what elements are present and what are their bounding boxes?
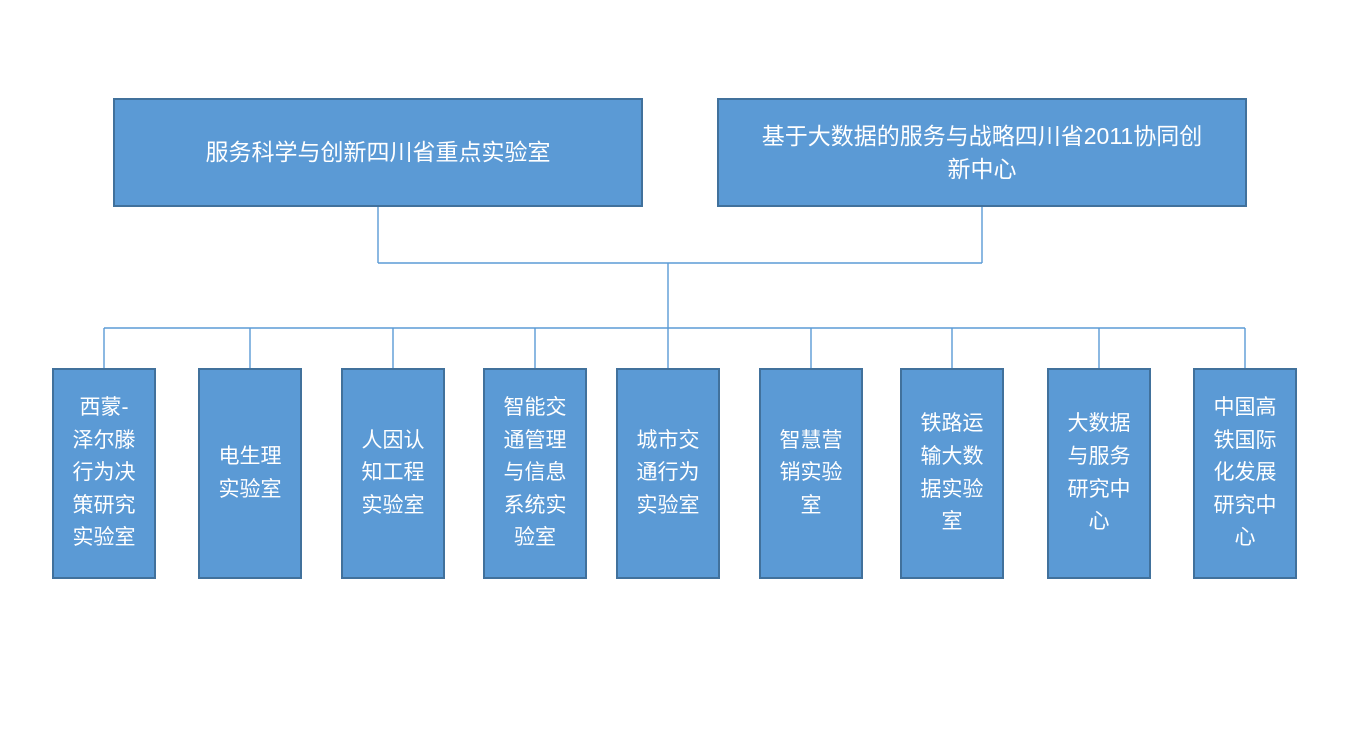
node-human-factors-lab: 人因认 知工程 实验室 xyxy=(341,368,445,579)
node-label: 电生理 实验室 xyxy=(218,444,282,501)
node-label: 智能交 通管理 与信息 系统实 验室 xyxy=(503,396,567,550)
child-stub-lines xyxy=(103,328,1246,368)
node-label: 人因认 知工程 实验室 xyxy=(361,428,425,517)
node-smart-marketing-lab: 智慧营 销实验 室 xyxy=(759,368,863,579)
node-label: 西蒙- 泽尔滕 行为决 策研究 实验室 xyxy=(72,396,136,550)
node-bigdata-service-center: 大数据 与服务 研究中 心 xyxy=(1047,368,1151,579)
node-urban-traffic-behavior-lab: 城市交 通行为 实验室 xyxy=(616,368,720,579)
node-hsr-internationalization-center: 中国高 铁国际 化发展 研究中 心 xyxy=(1193,368,1297,579)
node-label: 智慧营 销实验 室 xyxy=(779,428,843,517)
node-key-laboratory: 服务科学与创新四川省重点实验室 xyxy=(113,98,643,207)
node-label: 服务科学与创新四川省重点实验室 xyxy=(205,139,551,166)
node-label: 基于大数据的服务与战略四川省2011协同创 新中心 xyxy=(761,123,1203,182)
parent-connector-lines xyxy=(377,207,983,264)
node-label: 城市交 通行为 实验室 xyxy=(636,428,700,517)
node-intelligent-transport-lab: 智能交 通管理 与信息 系统实 验室 xyxy=(483,368,587,579)
node-label: 大数据 与服务 研究中 心 xyxy=(1067,412,1131,534)
node-label: 中国高 铁国际 化发展 研究中 心 xyxy=(1213,396,1277,550)
node-railway-bigdata-lab: 铁路运 输大数 据实验 室 xyxy=(900,368,1004,579)
node-electrophysiology-lab: 电生理 实验室 xyxy=(198,368,302,579)
node-collaborative-innovation-center: 基于大数据的服务与战略四川省2011协同创 新中心 xyxy=(717,98,1247,207)
node-simon-selten-lab: 西蒙- 泽尔滕 行为决 策研究 实验室 xyxy=(52,368,156,579)
node-label: 铁路运 输大数 据实验 室 xyxy=(920,412,984,534)
